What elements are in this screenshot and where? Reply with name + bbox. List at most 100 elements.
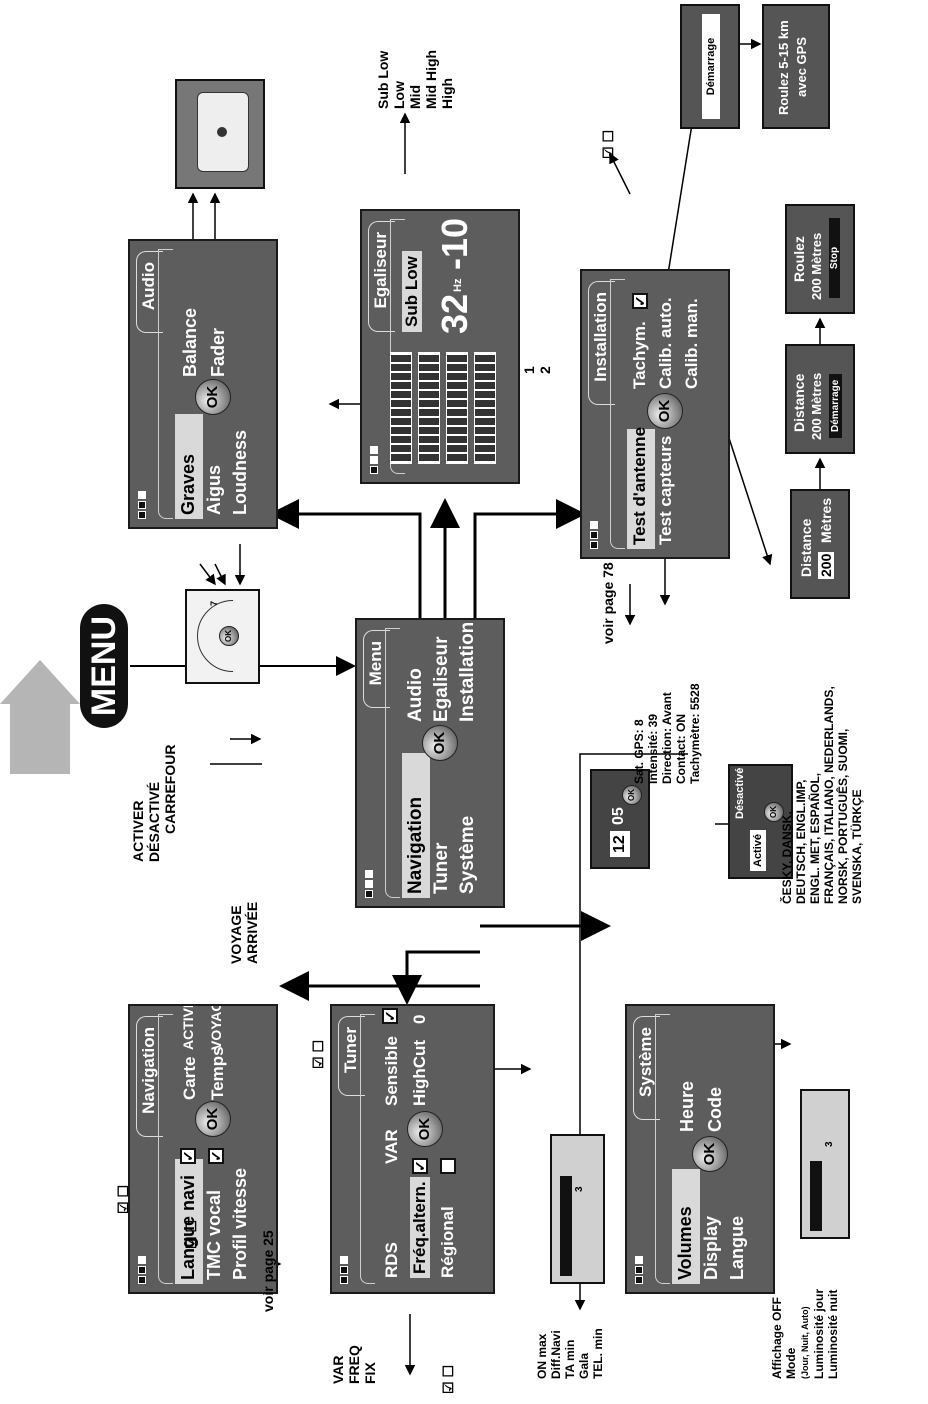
menu-button[interactable]: MENU [80, 604, 128, 728]
display-options: Affichage OFF Mode (Jour, Nuit, Auto) Lu… [770, 1289, 840, 1379]
eq-band-selected[interactable]: Sub Low [402, 251, 422, 332]
tuner-var[interactable]: VAR [382, 1129, 401, 1164]
check-options-icon: ☑ ☐ [115, 1185, 131, 1214]
tuner-freq-altern[interactable]: Fréq.altern. [410, 1177, 430, 1278]
page-indicator-icon [340, 1256, 348, 1284]
tuner-frame [360, 1014, 375, 1284]
check-options-icon: ☑ ☐ [183, 1220, 199, 1249]
menu-item-tuner[interactable]: Tuner [431, 842, 452, 894]
audio-screen: Audio Graves Aigus Loudness OK Balance F… [128, 239, 278, 529]
tuner-highcut[interactable]: HighCut [410, 1039, 429, 1106]
installation-screen: Installation Test d'antenne Test capteur… [580, 269, 730, 559]
checkbox-icon[interactable]: ✓ [208, 1148, 224, 1164]
ok-button[interactable]: OK [407, 1111, 443, 1147]
sys-item-langue[interactable]: Langue [727, 1215, 747, 1280]
ok-button[interactable]: OK [692, 1136, 728, 1172]
checkbox-icon[interactable] [440, 1158, 456, 1174]
nav-temps-options: VOYAGE ARRIVÉE [228, 901, 260, 964]
calib-man-step-3: Roulez 200 Mètres Stop [785, 204, 855, 314]
volume-options: ON max Diff.Navi TA min Gala TEL. min [535, 1328, 605, 1379]
tuner-sensible[interactable]: Sensible [382, 1036, 401, 1106]
checkbox-icon[interactable]: ✓ [412, 1158, 428, 1174]
nav-voir-page: voir page 25 [260, 1230, 276, 1312]
ok-button[interactable]: OK [422, 725, 458, 761]
nav-item-tmc[interactable]: TMC vocal [204, 1189, 224, 1280]
inst-item-antenne[interactable]: Test d'antenne [630, 426, 649, 545]
code-active[interactable]: Activé [750, 829, 766, 871]
eq-band-options: Sub Low Low Mid Mid High High [375, 49, 455, 109]
audio-item-balance[interactable]: Balance [180, 307, 200, 377]
balance-point [217, 127, 227, 137]
inst-item-tachym[interactable]: Tachym. [630, 321, 649, 389]
ok-button[interactable]: OK [195, 379, 231, 415]
volume-value: 3 [574, 1186, 585, 1192]
ok-button[interactable]: OK [622, 785, 642, 805]
nav-item-temps[interactable]: Temps [208, 1046, 227, 1100]
entry-arrow [0, 660, 80, 774]
checkbox-icon[interactable]: ✓ [632, 293, 648, 309]
audio-item-loudness[interactable]: Loudness [230, 429, 250, 515]
clock-hours[interactable]: 12 [610, 831, 630, 857]
nav-item-carte[interactable]: Carte [180, 1056, 199, 1100]
audio-item-aigus[interactable]: Aigus [204, 464, 224, 515]
volume-level [560, 1176, 572, 1276]
sys-item-volumes[interactable]: Volumes [675, 1206, 695, 1280]
audio-item-graves[interactable]: Graves [178, 453, 198, 515]
checkbox-icon[interactable]: ✓ [382, 1008, 398, 1024]
nav-value-activer: ACTIVER [180, 1004, 196, 1050]
ok-button[interactable]: OK [219, 626, 239, 646]
gauge-max: 7 [209, 600, 219, 606]
calib-man-step-1: Distance 200 Mètres [790, 489, 850, 599]
menu-screen: Menu Navigation Tuner Système OK Audio E… [355, 618, 505, 908]
tuner-regional[interactable]: Régional [438, 1206, 457, 1278]
page-indicator-icon [635, 1256, 643, 1284]
nav-item-profil[interactable]: Profil vitesse [230, 1167, 250, 1280]
egaliseur-screen: Egaliseur Sub Low 32 Hz -10 [360, 209, 520, 484]
audio-frame [158, 249, 173, 519]
check-options-icon: ☑ ☐ [600, 130, 616, 159]
calib-auto-screen: Démarrage [680, 4, 740, 129]
sys-item-heure[interactable]: Heure [677, 1080, 697, 1132]
page-indicator-icon [138, 1256, 146, 1284]
page-indicator-icon [365, 870, 373, 898]
clock-minutes[interactable]: 05 [610, 807, 627, 825]
nav-frame [158, 1014, 173, 1284]
check-options-icon: ☑ ☐ [310, 1040, 326, 1069]
inst-frame [610, 279, 625, 549]
menu-item-navigation[interactable]: Navigation [405, 796, 426, 894]
tuner-highcut-value: 0 [410, 1014, 429, 1024]
page-indicator-icon [590, 521, 598, 549]
eq-unit: Hz [452, 278, 464, 292]
sys-item-code[interactable]: Code [705, 1087, 725, 1132]
menu-item-installation[interactable]: Installation [457, 621, 478, 722]
navigation-screen: Navigation Langue navi TMC vocal Profil … [128, 1004, 278, 1294]
calib-auto-start[interactable]: Démarrage [702, 14, 720, 119]
check-options-icon: ☑ ☐ [440, 1365, 456, 1394]
inst-item-capteurs[interactable]: Test capteurs [656, 435, 675, 545]
eq-value: -10 [434, 217, 475, 270]
menu-item-audio[interactable]: Audio [405, 668, 426, 722]
nav-value-voyage: VOYAGE [208, 1004, 224, 1050]
audio-item-fader[interactable]: Fader [208, 327, 228, 377]
eq-bars [390, 344, 500, 464]
display-value: 3 [824, 1141, 835, 1147]
checkbox-icon[interactable]: ✓ [180, 1148, 196, 1164]
clock-screen: 12 05 OK [590, 769, 650, 869]
tuner-rds[interactable]: RDS [382, 1242, 401, 1278]
code-inactive[interactable]: Désactivé [734, 767, 746, 819]
gauge-screen: OK 7 [185, 589, 260, 684]
menu-item-systeme[interactable]: Système [457, 815, 478, 894]
tuner-screen: Tuner RDS Fréq.altern. Régional VAR ✓ OK… [330, 1004, 495, 1294]
ok-button[interactable]: OK [195, 1101, 231, 1137]
sys-frame [655, 1014, 670, 1284]
sys-item-display[interactable]: Display [701, 1215, 721, 1280]
inst-item-calib-auto[interactable]: Calib. auto. [656, 297, 675, 389]
menu-frame [385, 628, 400, 898]
inst-item-calib-man[interactable]: Calib. man. [682, 298, 701, 389]
ok-button[interactable]: OK [647, 393, 683, 429]
calib-auto-result: Roulez 5-15 km avec GPS [762, 4, 830, 129]
menu-item-egaliseur[interactable]: Egaliseur [431, 636, 452, 722]
car-balance-screen [175, 79, 265, 189]
